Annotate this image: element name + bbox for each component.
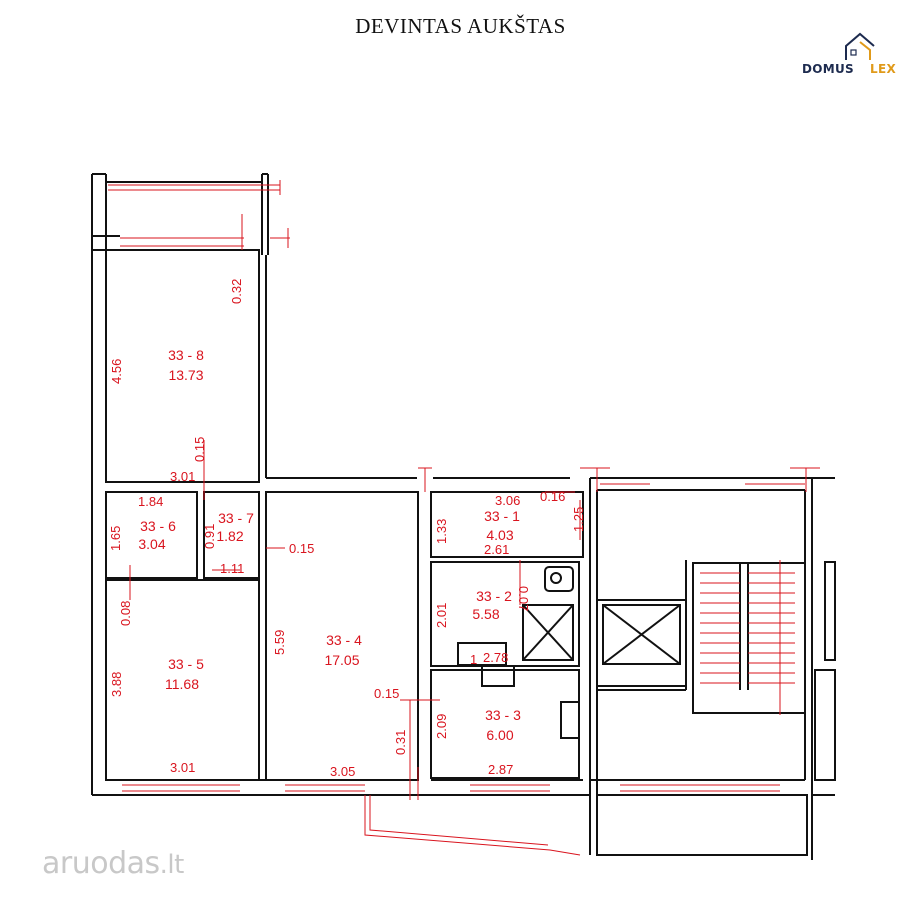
dimension: 2.87 xyxy=(488,762,513,777)
watermark-name: aruodas xyxy=(42,846,160,881)
logo-text-domus: DOMUS xyxy=(802,62,854,76)
dimension: 3.06 xyxy=(495,493,520,508)
room-area: 4.03 xyxy=(486,527,513,543)
room-area: 1.82 xyxy=(216,528,243,544)
aruodas-watermark: aruodas.lt xyxy=(42,846,184,881)
dimension: 3.05 xyxy=(330,764,355,779)
dimension: 1.65 xyxy=(108,526,123,551)
dimension: 0.07 xyxy=(516,586,531,611)
room-area: 3.04 xyxy=(138,536,165,552)
dimension: 1.33 xyxy=(434,519,449,544)
dimension: 0.15 xyxy=(192,437,207,462)
room-id: 33 - 3 xyxy=(485,707,521,723)
dimension: 3.01 xyxy=(170,469,195,484)
dimension: 1 xyxy=(470,652,477,667)
dimension: 0.08 xyxy=(118,601,133,626)
dimension: 0.91 xyxy=(202,524,217,549)
room-area: 17.05 xyxy=(324,652,359,668)
dimension: 3.01 xyxy=(170,760,195,775)
room-labels: 33 - 8 13.73 33 - 6 3.04 33 - 7 1.82 33 … xyxy=(138,347,521,743)
room-area: 5.58 xyxy=(472,606,499,622)
dimension: 1.25 xyxy=(571,507,586,532)
walls xyxy=(91,173,836,860)
dimension: 0.16 xyxy=(540,489,565,504)
dimension: 4.56 xyxy=(109,359,124,384)
dimension: 2.61 xyxy=(484,542,509,557)
dimension-lines xyxy=(108,180,820,856)
room-id: 33 - 5 xyxy=(168,656,204,672)
dimension: 2.01 xyxy=(434,603,449,628)
dimension: 1.11 xyxy=(220,561,244,576)
dimension: 2.78 xyxy=(483,650,508,665)
dimension: 2.09 xyxy=(434,714,449,739)
dimension: 3.88 xyxy=(109,672,124,697)
watermark-tld: .lt xyxy=(159,850,185,880)
room-id: 33 - 2 xyxy=(476,588,512,604)
floor-title: DEVINTAS AUKŠTAS xyxy=(355,14,566,38)
room-area: 13.73 xyxy=(168,367,203,383)
room-id: 33 - 6 xyxy=(140,518,176,534)
dimension: 0.15 xyxy=(374,686,399,701)
room-id: 33 - 8 xyxy=(168,347,204,363)
domus-lex-logo: DOMUS LEX xyxy=(800,30,908,80)
dimension: 0.15 xyxy=(289,541,314,556)
room-id: 33 - 1 xyxy=(484,508,520,524)
room-id: 33 - 4 xyxy=(326,632,362,648)
room-id: 33 - 7 xyxy=(218,510,254,526)
dimension: 0.32 xyxy=(229,279,244,304)
room-area: 6.00 xyxy=(486,727,513,743)
dimension: 5.59 xyxy=(272,630,287,655)
logo-text-lex: LEX xyxy=(870,62,896,76)
room-area: 11.68 xyxy=(165,676,199,692)
dimension: 1.84 xyxy=(138,494,163,509)
dimension-labels: 0.32 4.56 0.15 3.01 1.84 1.65 0.91 0.15 … xyxy=(108,279,586,779)
house-logo-icon xyxy=(845,32,875,60)
dimension: 0.31 xyxy=(393,730,408,755)
